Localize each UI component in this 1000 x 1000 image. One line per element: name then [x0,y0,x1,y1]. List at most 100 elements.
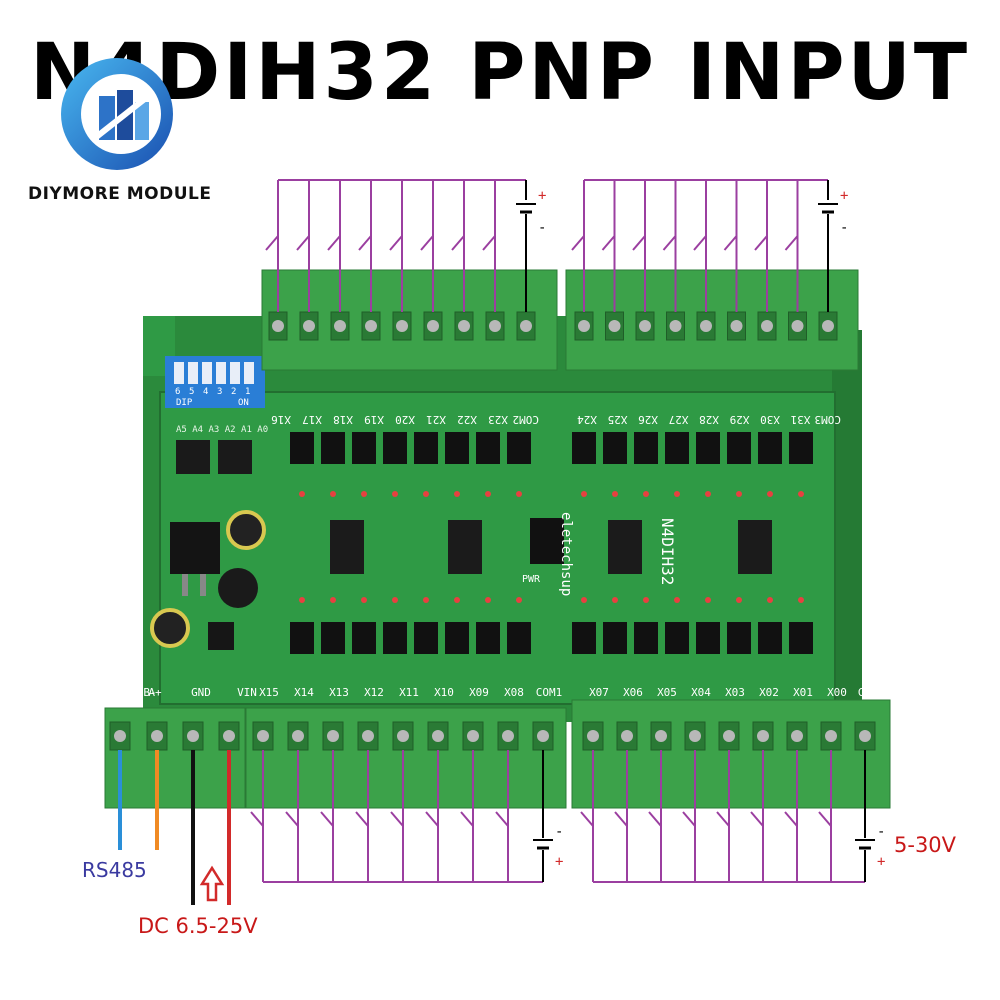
switch-contact [285,811,299,827]
terminal-label: X16 [271,413,291,426]
terminal-label: X03 [725,686,745,699]
terminal-label: X06 [623,686,643,699]
minus-sign: - [538,220,546,236]
terminal-label: X02 [759,686,779,699]
brand-name: DIYMORE MODULE [28,184,212,204]
rs485-label: RS485 [82,858,147,882]
input-led [299,491,305,497]
optocoupler [665,432,689,464]
input-led [330,597,336,603]
svg-text:PWR: PWR [522,574,541,585]
optocoupler [321,432,345,464]
svg-text:ON: ON [238,398,249,408]
switch-contact [390,811,404,827]
terminal-label: X17 [302,413,322,426]
input-led [581,491,587,497]
switch-contact [723,235,738,251]
optocoupler [507,622,531,654]
minus-sign: - [555,824,563,840]
switch-contact [451,235,465,251]
optocoupler [476,432,500,464]
optocoupler [665,622,689,654]
switch-contact [716,811,730,827]
screw-head [639,320,651,332]
switch-contact [601,235,616,251]
terminal-label: B- [143,686,156,699]
optocoupler [727,622,751,654]
svg-text:N4DIH32: N4DIH32 [658,518,677,585]
screw-head [730,320,743,332]
dip-key [188,362,198,384]
screw-head [365,320,377,332]
switch-contact [784,235,799,251]
dip-number: 4 [203,387,208,397]
optocoupler [696,622,720,654]
terminal-label: X18 [333,413,353,426]
switch-contact [580,811,594,827]
switch-contact [750,811,764,827]
optocoupler [603,622,627,654]
optocoupler [476,622,500,654]
terminal-label: X31 [791,413,811,426]
input-led [423,597,429,603]
input-led [643,491,649,497]
optocoupler [634,432,658,464]
page-title: N4DIH32 PNP INPUT [29,28,971,118]
switch-contact [693,235,707,251]
input-led [423,491,429,497]
input-led [674,597,680,603]
dip-number: 5 [189,387,194,397]
optocoupler [789,432,813,464]
svg-text:A5 A4 A3 A2 A1 A0: A5 A4 A3 A2 A1 A0 [176,425,268,435]
terminal-label: X13 [329,686,349,699]
plus-sign: + [538,188,546,204]
plus-sign: + [877,854,885,870]
terminal-label: X11 [399,686,419,699]
terminal-label: X27 [669,413,689,426]
terminal-label: X00 [827,686,847,699]
screw-head [669,320,682,332]
screw-head [655,730,667,742]
ic-chip [176,440,210,474]
input-led [798,597,804,603]
optocoupler [445,622,469,654]
input-voltage-label: 5-30V [894,833,957,857]
ic-chip [738,520,772,574]
terminal-label: X28 [699,413,719,426]
terminal-label: X08 [504,686,524,699]
dip-key [244,362,254,384]
screw-head [272,320,284,332]
screw-head [397,730,409,742]
screw-head [114,730,126,742]
terminal-label: X24 [577,413,597,426]
terminal-label: X14 [294,686,314,699]
input-led [454,491,460,497]
optocoupler [507,432,531,464]
switch-contact [754,235,768,251]
terminal-label: VIN [237,686,257,699]
input-led [736,491,742,497]
screw-head [427,320,439,332]
optocoupler [383,622,407,654]
ic-chip [218,440,252,474]
screw-head [520,320,532,332]
screw-head [822,320,834,332]
terminal-label: X25 [608,413,628,426]
screw-head [791,320,804,332]
switch-contact [784,811,798,827]
screw-head [757,730,769,742]
screw-head [723,730,735,742]
screw-head [396,320,408,332]
switch-contact [355,811,369,827]
input-led [485,491,491,497]
switch-contact [358,235,372,251]
screw-head [151,730,163,742]
screw-head [362,730,374,742]
input-led [361,491,367,497]
input-led [736,597,742,603]
optocoupler [758,432,782,464]
optocoupler [290,432,314,464]
terminal-label: X07 [589,686,609,699]
